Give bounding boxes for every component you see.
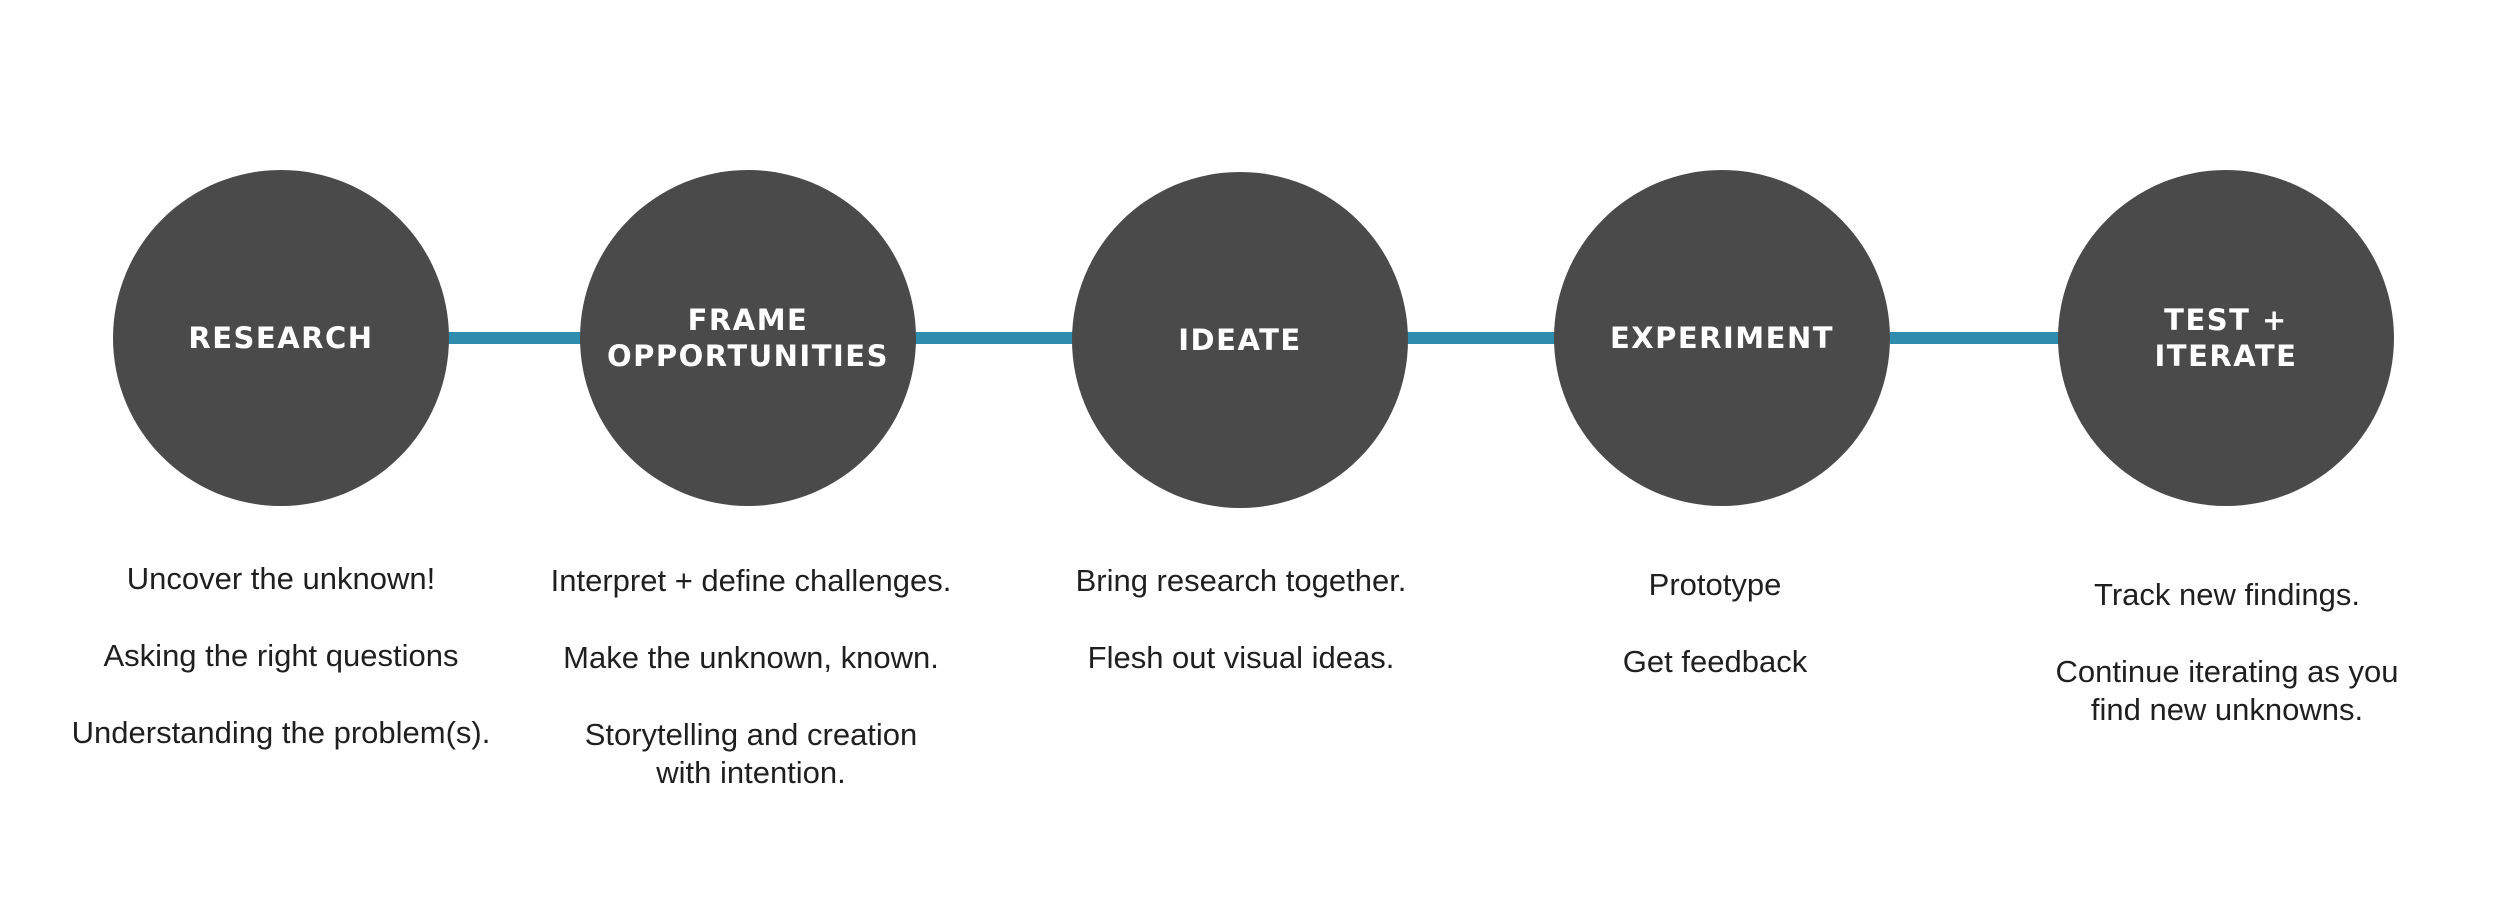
step-title: FRAME OPPORTUNITIES xyxy=(606,303,889,373)
description-line: Bring research together. xyxy=(1075,563,1407,598)
step-circle-test-iterate: TEST + ITERATE xyxy=(2058,170,2394,506)
step-description-test-iterate: Track new findings. Continue iterating a… xyxy=(1992,576,2462,729)
description-line: Understanding the problem(s). xyxy=(71,715,491,750)
description-line: Track new findings. xyxy=(2094,577,2360,612)
step-circle-frame-opportunities: FRAME OPPORTUNITIES xyxy=(580,170,916,506)
step-title: TEST + ITERATE xyxy=(2154,303,2298,373)
connector-line xyxy=(910,332,1080,344)
description-line: Uncover the unknown! xyxy=(126,561,436,596)
description-line: Continue iterating as you find new unkno… xyxy=(2055,654,2399,727)
connector-line xyxy=(1400,332,1570,344)
description-line: Prototype xyxy=(1648,567,1782,602)
connector-line xyxy=(440,332,590,344)
step-title: IDEATE xyxy=(1178,323,1302,357)
step-circle-experiment: EXPERIMENT xyxy=(1554,170,1890,506)
step-circle-research: RESEARCH xyxy=(113,170,449,506)
step-description-research: Uncover the unknown! Asking the right qu… xyxy=(46,560,516,752)
description-line: Interpret + define challenges. xyxy=(550,563,952,598)
step-description-frame-opportunities: Interpret + define challenges. Make the … xyxy=(516,562,986,792)
description-line: Make the unknown, known. xyxy=(563,640,939,675)
step-title: RESEARCH xyxy=(188,321,374,355)
description-line: Storytelling and creation with intention… xyxy=(584,717,918,790)
step-circle-ideate: IDEATE xyxy=(1072,172,1408,508)
step-description-ideate: Bring research together. Flesh out visua… xyxy=(1006,562,1476,677)
description-line: Get feedback xyxy=(1622,644,1808,679)
description-line: Asking the right questions xyxy=(103,638,459,673)
step-title: EXPERIMENT xyxy=(1609,321,1835,355)
description-line: Flesh out visual ideas. xyxy=(1087,640,1395,675)
connector-line xyxy=(1890,332,2070,344)
step-description-experiment: Prototype Get feedback xyxy=(1480,566,1950,681)
